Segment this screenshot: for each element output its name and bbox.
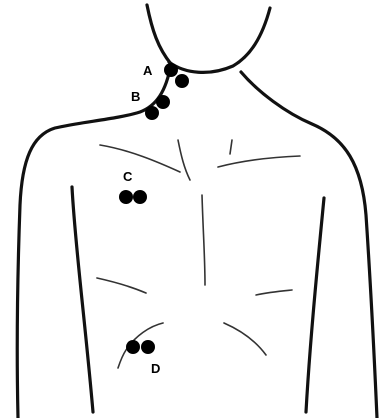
- left-lower-rib-line: [97, 278, 146, 293]
- marker-d: D: [126, 340, 160, 376]
- neck-left-contour: [147, 5, 171, 64]
- marker-d-dot-1: [126, 340, 140, 354]
- midline: [202, 195, 205, 285]
- marker-b-dot-1: [156, 95, 170, 109]
- right-arm-inner-contour: [306, 198, 324, 412]
- left-arm-inner-contour: [72, 187, 93, 412]
- right-abdomen-line: [224, 323, 266, 355]
- label-d: D: [151, 361, 160, 376]
- sternum-left-line: [178, 140, 190, 180]
- label-c: C: [123, 169, 133, 184]
- marker-c: C: [119, 169, 147, 204]
- left-pectoral-line: [100, 145, 180, 172]
- sternum-right-tick: [230, 140, 232, 154]
- marker-d-dot-2: [141, 340, 155, 354]
- chin-contour: [169, 8, 270, 72]
- marker-b-dot-2: [145, 106, 159, 120]
- label-a: A: [143, 63, 153, 78]
- marker-a-dot-2: [175, 74, 189, 88]
- marker-c-dot-1: [119, 190, 133, 204]
- marker-a-dot-1: [164, 63, 178, 77]
- right-lower-rib-line: [256, 290, 292, 295]
- label-b: B: [131, 89, 140, 104]
- marker-c-dot-2: [133, 190, 147, 204]
- right-pectoral-line: [218, 156, 300, 167]
